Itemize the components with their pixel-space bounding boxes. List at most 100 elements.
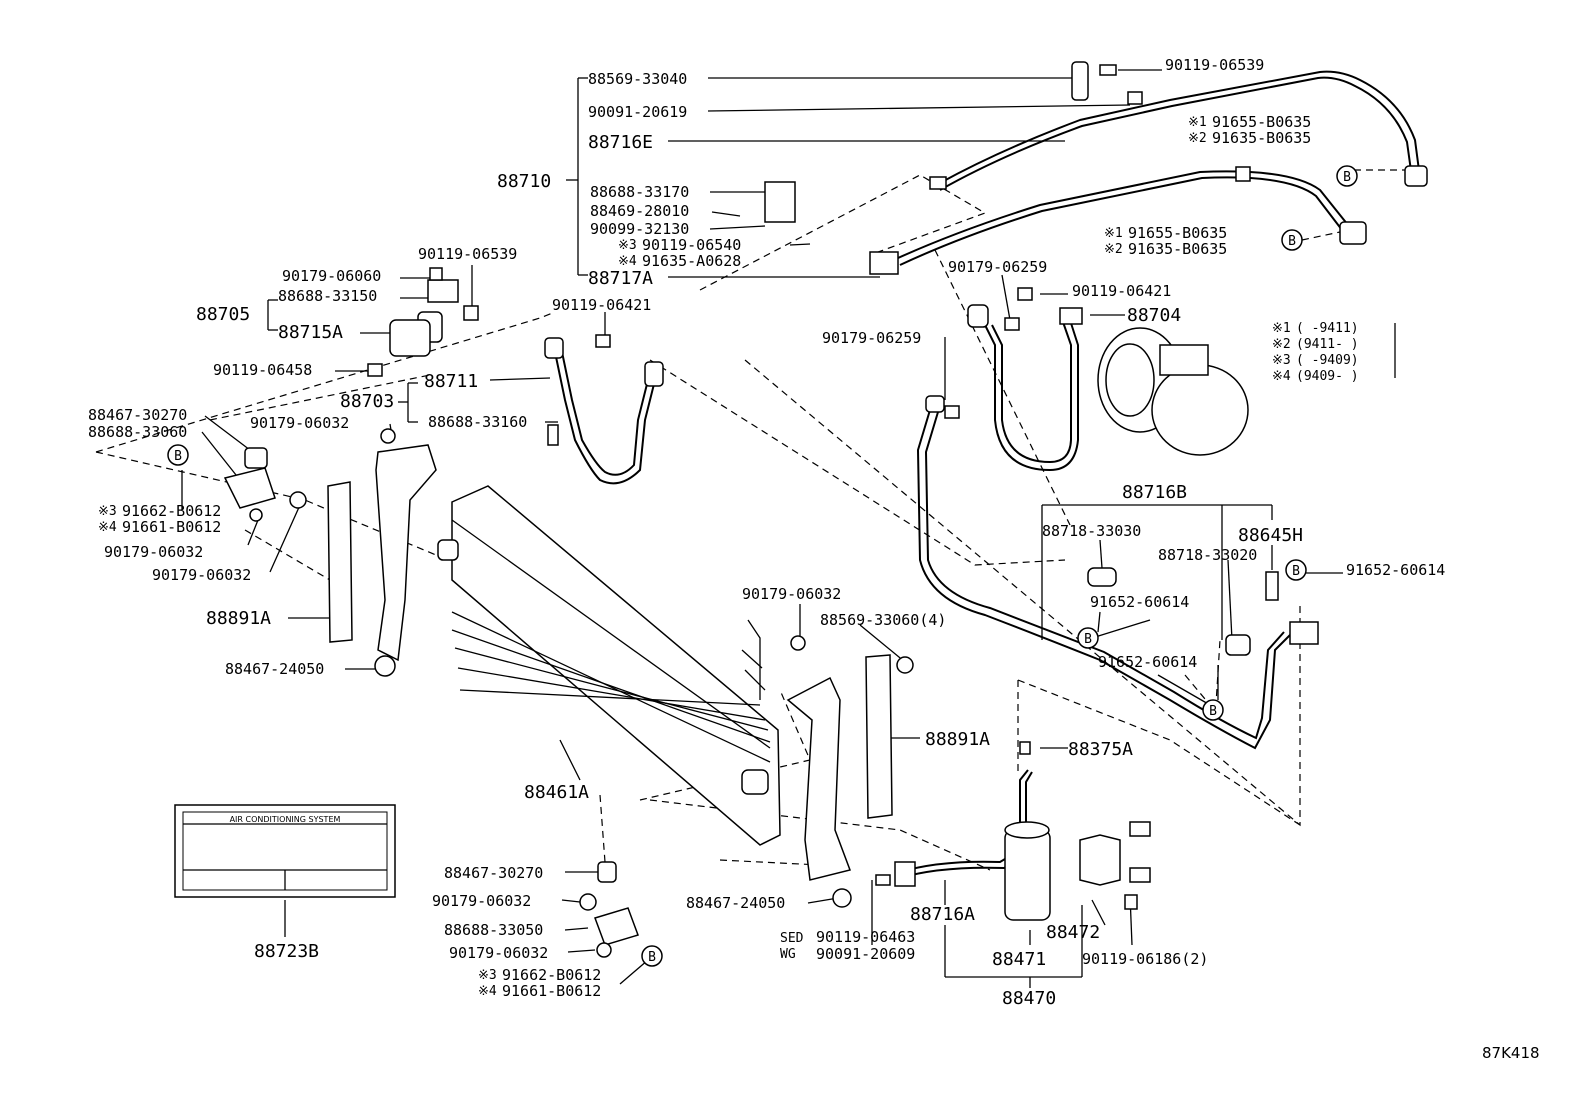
label-91652-60614-b: 91652-60614 — [1090, 593, 1189, 611]
label-88891A-r: 88891A — [925, 729, 990, 750]
b-marker: B — [641, 945, 663, 967]
label-wg: WG — [780, 947, 796, 962]
label-91652-60614-c: 91652-60614 — [1098, 653, 1197, 671]
b-marker: B — [1285, 559, 1307, 581]
receiver-dryer — [1004, 829, 1051, 921]
label-90119-06539-l: 90119-06539 — [418, 245, 517, 263]
label-88467-30270-b: 88467-30270 — [444, 864, 543, 882]
label-91655-B0635-a: 91655-B0635 — [1212, 113, 1311, 131]
note-mark-2: ※2 — [1188, 131, 1207, 146]
label-88715A: 88715A — [278, 322, 343, 343]
note-mark-3: ※3 — [98, 504, 117, 519]
label-91635-B0635-b: 91635-B0635 — [1128, 240, 1227, 258]
label-88716A: 88716A — [910, 904, 975, 925]
label-sed: SED — [780, 931, 804, 946]
label-88467-30270-a: 88467-30270 — [88, 406, 187, 424]
b-marker: B — [1336, 165, 1358, 187]
label-88375A: 88375A — [1068, 739, 1133, 760]
label-90099-32130: 90099-32130 — [590, 220, 689, 238]
label-91652-60614-a: 91652-60614 — [1346, 561, 1445, 579]
part-labels: 88569-33040 90091-20619 88716E 88710 886… — [88, 56, 1540, 1062]
label-90179-06032-c: 90179-06032 — [152, 566, 251, 584]
label-88645H: 88645H — [1238, 525, 1303, 546]
label-90179-06032-a: 90179-06032 — [250, 414, 349, 432]
label-90119-06539-top: 90119-06539 — [1165, 56, 1264, 74]
label-88688-33060: 88688-33060 — [88, 423, 187, 441]
label-88469-28010: 88469-28010 — [590, 202, 689, 220]
note-mark-4: ※4 — [618, 254, 637, 269]
note-mark-1: ※1 — [1104, 226, 1123, 241]
label-88711: 88711 — [424, 371, 478, 392]
label-88569-33040: 88569-33040 — [588, 70, 687, 88]
label-88717A: 88717A — [588, 268, 653, 289]
label-88704: 88704 — [1127, 305, 1181, 326]
svg-text:B: B — [1209, 704, 1217, 719]
note-mark-3: ※3 — [478, 968, 497, 983]
label-88472: 88472 — [1046, 922, 1100, 943]
label-88688-33150: 88688-33150 — [278, 287, 377, 305]
label-88703: 88703 — [340, 391, 394, 412]
label-90179-06259-a: 90179-06259 — [948, 258, 1047, 276]
label-88716B: 88716B — [1122, 482, 1187, 503]
label-90119-06421-r: 90119-06421 — [1072, 282, 1171, 300]
label-90119-06540: 90119-06540 — [642, 236, 741, 254]
condenser — [451, 485, 781, 846]
note-mark-4: ※4 — [478, 984, 497, 999]
svg-text:B: B — [1084, 632, 1092, 647]
label-90179-06032-d: 90179-06032 — [742, 585, 841, 603]
label-90179-06032-e: 90179-06032 — [432, 892, 531, 910]
label-88718-33030: 88718-33030 — [1042, 522, 1141, 540]
label-91635-A0628: 91635-A0628 — [642, 252, 741, 270]
label-88470: 88470 — [1002, 988, 1056, 1009]
leader-lines — [181, 69, 1396, 988]
label-91662-B0612-b: 91662-B0612 — [502, 966, 601, 984]
label-91661-B0612-a: 91661-B0612 — [122, 518, 221, 536]
note-mark-3: ※3 — [618, 238, 637, 253]
note-mark-4: ※4 — [98, 520, 117, 535]
label-88467-24050-a: 88467-24050 — [225, 660, 324, 678]
compressor — [1097, 327, 1249, 456]
note-mark-1: ※1 — [1188, 115, 1207, 130]
legend-mark-1: ※1 — [1272, 321, 1291, 336]
legend-range-3: ( -9409) — [1296, 353, 1359, 368]
label-90119-06186: 90119-06186(2) — [1082, 950, 1208, 968]
legend-range-2: (9411- ) — [1296, 337, 1359, 352]
svg-text:B: B — [1288, 234, 1296, 249]
svg-text:B: B — [1292, 564, 1300, 579]
label-91655-B0635-b: 91655-B0635 — [1128, 224, 1227, 242]
label-90119-06463: 90119-06463 — [816, 928, 915, 946]
b-marker: B — [1281, 229, 1303, 251]
label-88688-33170: 88688-33170 — [590, 183, 689, 201]
label-88569-33060: 88569-33060(4) — [820, 611, 946, 629]
label-88705: 88705 — [196, 304, 250, 325]
legend-range-4: (9409- ) — [1296, 369, 1359, 384]
legend-range-1: ( -9411) — [1296, 321, 1359, 336]
label-91635-B0635-a: 91635-B0635 — [1212, 129, 1311, 147]
label-91661-B0612-b: 91661-B0612 — [502, 982, 601, 1000]
note-mark-2: ※2 — [1104, 242, 1123, 257]
label-88471: 88471 — [992, 949, 1046, 970]
label-91662-B0612-a: 91662-B0612 — [122, 502, 221, 520]
label-88688-33050: 88688-33050 — [444, 921, 543, 939]
label-plate-title: AIR CONDITIONING SYSTEM — [230, 815, 341, 824]
label-88716E: 88716E — [588, 132, 653, 153]
label-88688-33160: 88688-33160 — [428, 413, 527, 431]
label-90179-06032-b: 90179-06032 — [104, 543, 203, 561]
svg-text:B: B — [174, 449, 182, 464]
label-88891A-l: 88891A — [206, 608, 271, 629]
svg-text:B: B — [648, 950, 656, 965]
label-90179-06032-f: 90179-06032 — [449, 944, 548, 962]
b-marker: B — [1077, 627, 1099, 649]
b-marker: B — [1202, 699, 1224, 721]
ac-label-plate: AIR CONDITIONING SYSTEM — [174, 804, 396, 898]
diagram-code: 87K418 — [1482, 1044, 1540, 1062]
label-90179-06259-b: 90179-06259 — [822, 329, 921, 347]
label-90091-20619: 90091-20619 — [588, 103, 687, 121]
parts — [223, 61, 1428, 958]
label-90119-06458: 90119-06458 — [213, 361, 312, 379]
label-88718-33020: 88718-33020 — [1158, 546, 1257, 564]
label-88723B: 88723B — [254, 941, 319, 962]
label-88710: 88710 — [497, 171, 551, 192]
legend-mark-3: ※3 — [1272, 353, 1291, 368]
